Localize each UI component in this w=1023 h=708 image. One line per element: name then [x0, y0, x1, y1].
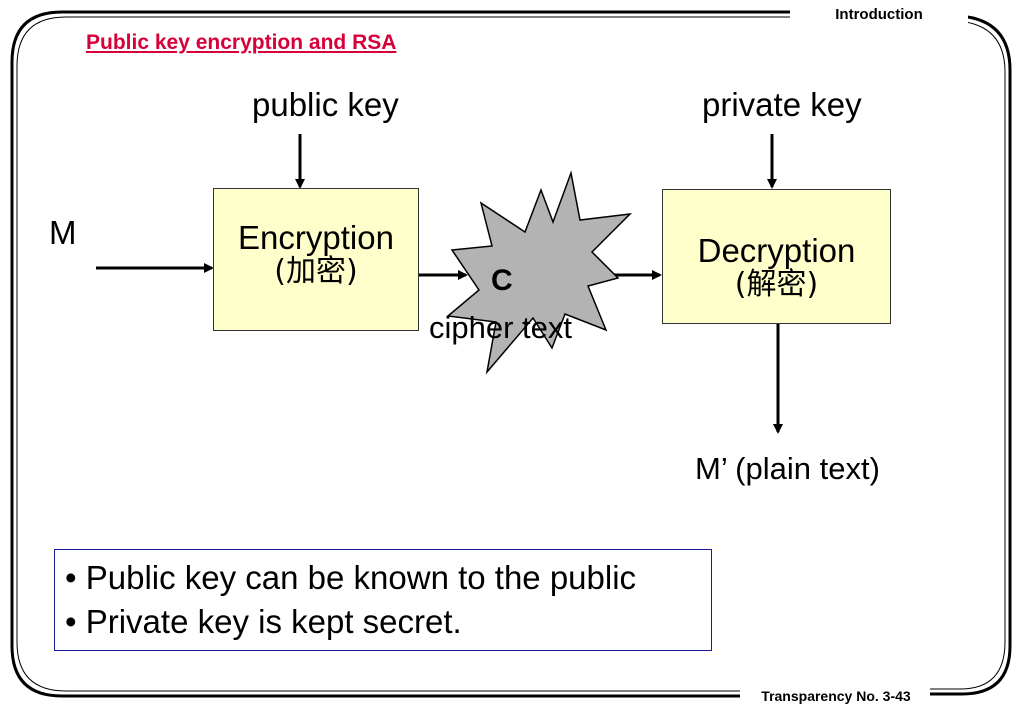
transparency-number: Transparency No. 3-43 [742, 688, 930, 704]
frame-right-outer [930, 14, 1012, 696]
encryption-box: Encryption (加密) [213, 188, 419, 331]
decryption-sublabel: (解密) [734, 266, 819, 302]
encryption-label: Encryption [238, 219, 394, 256]
private-key-label: private key [702, 86, 862, 123]
ciphertext-label: cipher text [429, 310, 573, 345]
slide-title: Public key encryption and RSA [86, 31, 397, 54]
section-label: Introduction [790, 6, 968, 23]
note-bullet-public: • Public key can be known to the public [65, 559, 637, 596]
notes-box: • Public key can be known to the public … [54, 549, 712, 651]
decryption-label: Decryption [697, 232, 856, 269]
input-message-label: M [49, 214, 77, 251]
note-bullet-private: • Private key is kept secret. [65, 603, 462, 640]
ciphertext-burst [446, 170, 633, 375]
decryption-box: Decryption (解密) [662, 189, 891, 324]
public-key-label: public key [252, 86, 399, 123]
encryption-sublabel: (加密) [274, 253, 358, 289]
frame-inner-line [16, 16, 800, 692]
output-plaintext-label: M’ (plain text) [695, 451, 880, 486]
ciphertext-symbol: C [491, 264, 513, 297]
frame-outer-line [10, 10, 800, 698]
frame-right-inner [930, 20, 1006, 690]
